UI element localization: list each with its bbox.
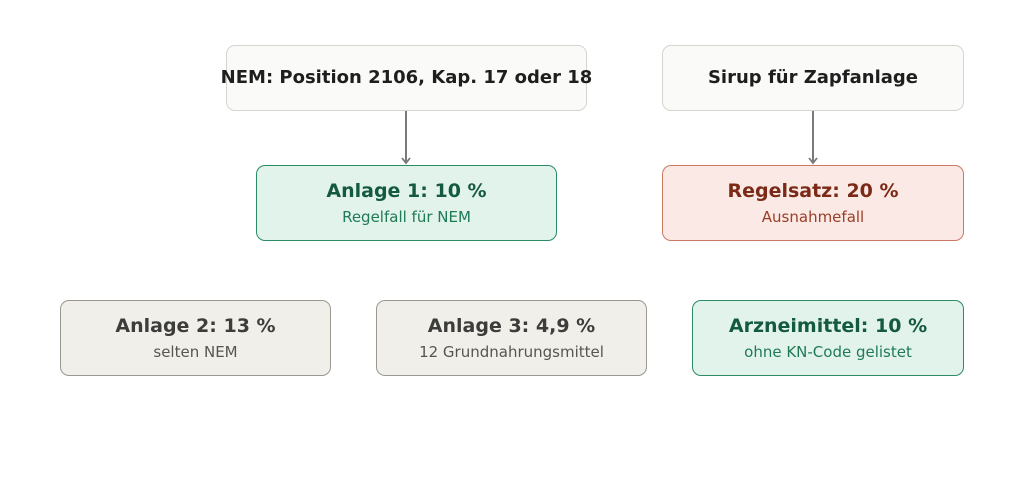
- node-anlage3-subtitle: 12 Grundnahrungsmittel: [419, 343, 604, 361]
- node-anlage1-title: Anlage 1: 10 %: [326, 180, 487, 202]
- node-regelsatz-subtitle: Ausnahmefall: [761, 208, 865, 226]
- node-arzneimittel-subtitle: ohne KN-Code gelistet: [744, 343, 912, 361]
- node-nem-position-title: NEM: Position 2106, Kap. 17 oder 18: [220, 67, 593, 88]
- node-arzneimittel: Arzneimittel: 10 % ohne KN-Code gelistet: [692, 300, 964, 376]
- node-regelsatz: Regelsatz: 20 % Ausnahmefall: [662, 165, 964, 241]
- node-anlage1-subtitle: Regelfall für NEM: [342, 208, 471, 226]
- node-nem-position: NEM: Position 2106, Kap. 17 oder 18: [221, 45, 592, 111]
- node-anlage2-subtitle: selten NEM: [153, 343, 238, 361]
- node-sirup-title: Sirup für Zapfanlage: [707, 67, 919, 88]
- node-arzneimittel-title: Arzneimittel: 10 %: [728, 315, 928, 337]
- node-regelsatz-title: Regelsatz: 20 %: [727, 180, 899, 202]
- node-anlage3-title: Anlage 3: 4,9 %: [427, 315, 596, 337]
- node-anlage2-title: Anlage 2: 13 %: [115, 315, 276, 337]
- node-anlage2: Anlage 2: 13 % selten NEM: [60, 300, 331, 376]
- node-sirup: Sirup für Zapfanlage: [662, 45, 964, 111]
- node-anlage3: Anlage 3: 4,9 % 12 Grundnahrungsmittel: [376, 300, 647, 376]
- node-anlage1: Anlage 1: 10 % Regelfall für NEM: [256, 165, 557, 241]
